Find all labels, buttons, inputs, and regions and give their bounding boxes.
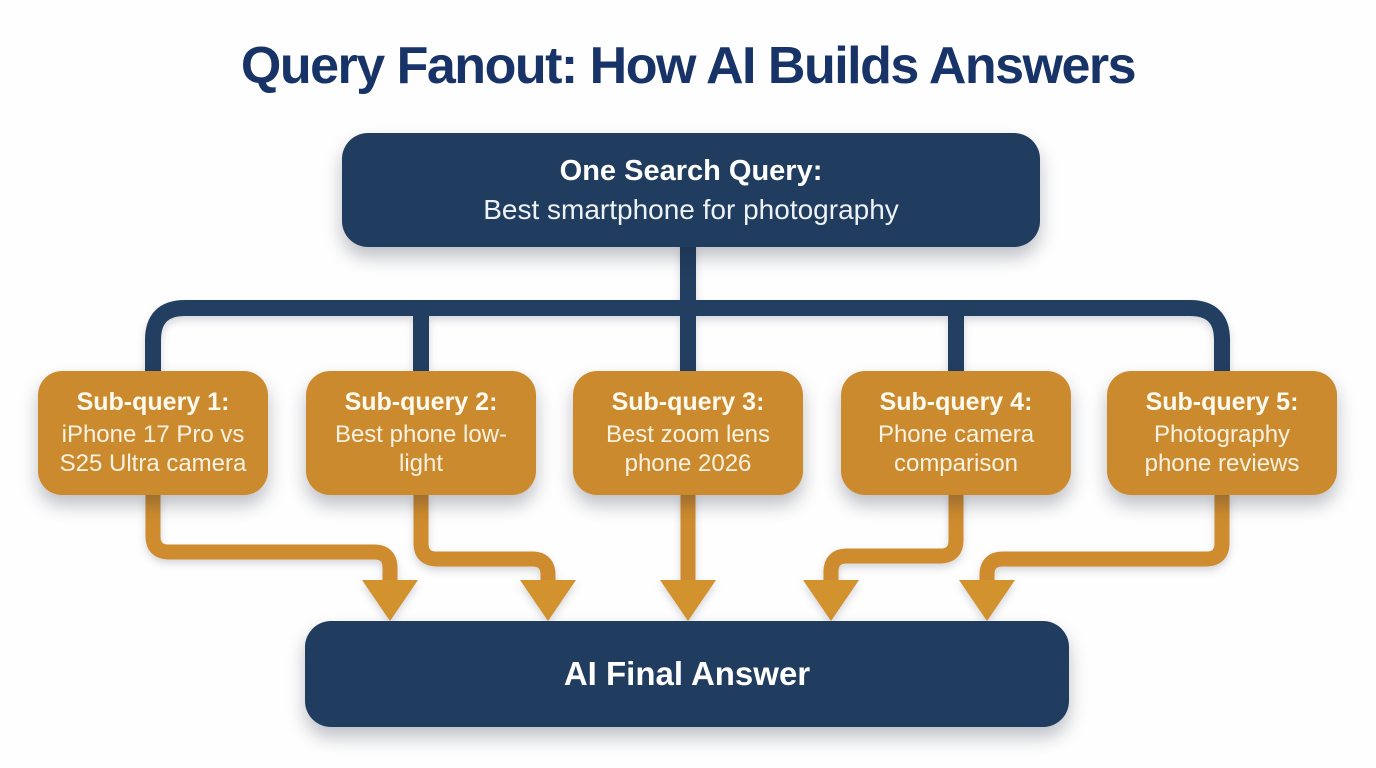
sub-query-label: Sub-query 3: [611,387,765,416]
sub-query-label: Sub-query 4: [879,387,1033,416]
sub-query-node-4: Sub-query 4: Phone camera comparison [841,371,1071,495]
fanout-rail-line [145,300,1230,371]
page-title: Query Fanout: How AI Builds Answers [240,37,1137,95]
down-arrow-icon-2 [520,580,576,621]
main-query-node: One Search Query: Best smartphone for ph… [342,133,1040,247]
sub-query-label: Sub-query 1: [76,387,230,416]
main-query-label: One Search Query: [559,154,823,187]
sub-query-text: iPhone 17 Pro vs S25 Ultra camera [59,420,247,477]
subquery-connector-4 [823,493,964,586]
final-answer-label: AI Final Answer [563,655,811,692]
sub-query-text: Best phone low-light [334,420,508,477]
down-arrow-icon-1 [362,580,418,621]
down-arrow-icon-3 [660,580,716,621]
subquery-connector-1 [145,493,398,586]
sub-query-node-5: Sub-query 5: Photography phone reviews [1107,371,1337,495]
down-arrow-icon-4 [803,580,859,621]
subquery-connector-5 [979,493,1230,586]
subquery-connector-2 [413,493,556,586]
main-query-text: Best smartphone for photography [483,193,899,225]
sub-query-label: Sub-query 5: [1145,387,1299,416]
sub-query-text: Phone camera comparison [877,420,1035,477]
sub-query-text: Photography phone reviews [1144,420,1300,477]
down-arrow-icon-5 [959,580,1015,621]
sub-query-node-1: Sub-query 1: iPhone 17 Pro vs S25 Ultra … [38,371,268,495]
sub-query-label: Sub-query 2: [344,387,498,416]
sub-query-node-3: Sub-query 3: Best zoom lens phone 2026 [573,371,803,495]
sub-query-text: Best zoom lens phone 2026 [605,420,771,477]
final-answer-node: AI Final Answer [305,621,1069,727]
sub-query-node-2: Sub-query 2: Best phone low-light [306,371,536,495]
